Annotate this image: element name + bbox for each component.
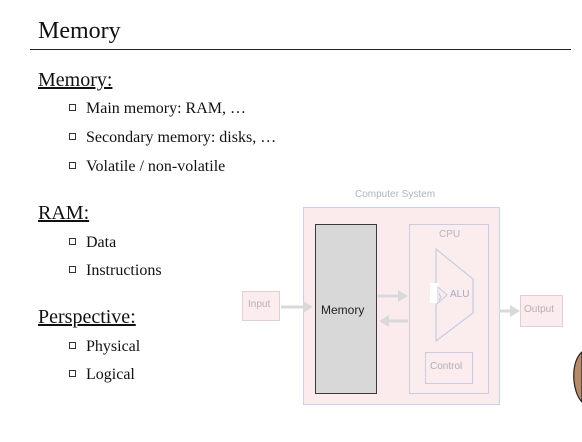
cpu-box: [409, 224, 489, 394]
slide-title: Memory: [38, 18, 121, 44]
bullet-text: Main memory: RAM, …: [86, 100, 246, 117]
section-heading-memory: Memory:: [38, 69, 113, 91]
output-label: Output: [524, 304, 555, 315]
square-bullet-icon: [69, 341, 76, 349]
cpu-label: CPU: [439, 229, 461, 240]
input-box: [242, 291, 280, 321]
bullet-item: Logical: [69, 366, 135, 384]
arrowhead-icon: [510, 305, 520, 317]
square-bullet-icon: [69, 265, 76, 273]
bullet-text: Instructions: [86, 262, 162, 279]
bullet-text: Secondary memory: disks, …: [86, 129, 277, 146]
bullet-text: Data: [86, 234, 117, 251]
arrowhead-icon: [303, 301, 313, 313]
alu-label: ALU: [450, 289, 470, 300]
output-box: [520, 295, 563, 327]
control-label: Control: [430, 361, 463, 372]
section-heading-perspective: Perspective:: [38, 306, 136, 328]
control-box: [425, 352, 473, 384]
bullet-item: Main memory: RAM, …: [69, 100, 246, 118]
memory-block-label: Memory: [321, 303, 365, 317]
memory-block: [315, 224, 377, 394]
input-label: Input: [248, 299, 271, 310]
bullet-item: Volatile / non-volatile: [69, 158, 225, 176]
bullet-text: Volatile / non-volatile: [86, 158, 226, 175]
arrowhead-icon: [379, 315, 389, 327]
computer-system-label: Computer System: [355, 189, 436, 200]
presenter-edge: [573, 351, 582, 403]
title-rule: [30, 49, 571, 50]
alu-input-rect: [430, 283, 439, 303]
bullet-text: Physical: [86, 338, 141, 355]
alu-arrow-icon: [437, 285, 448, 305]
bullet-item: Physical: [69, 338, 140, 356]
arrowhead-icon: [398, 290, 408, 302]
bullet-item: Data: [69, 234, 116, 252]
square-bullet-icon: [69, 369, 76, 377]
square-bullet-icon: [69, 103, 76, 111]
square-bullet-icon: [69, 132, 76, 140]
square-bullet-icon: [69, 161, 76, 169]
bullet-item: Secondary memory: disks, …: [69, 129, 276, 147]
section-heading-ram: RAM:: [38, 202, 90, 224]
square-bullet-icon: [69, 237, 76, 245]
bullet-text: Logical: [86, 366, 135, 383]
bullet-item: Instructions: [69, 262, 162, 280]
